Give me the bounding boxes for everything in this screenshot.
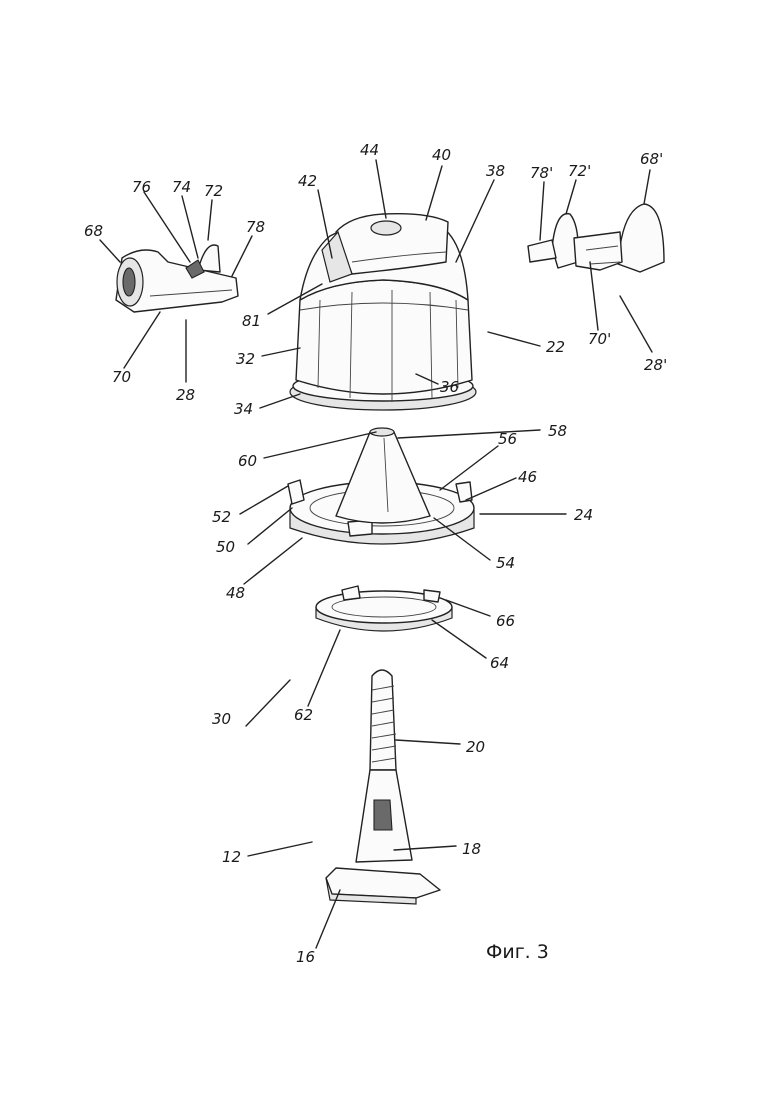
label-68-prime: 68' [640,150,663,168]
label-22: 22 [546,338,565,356]
label-16: 16 [296,948,315,966]
label-32: 32 [236,350,255,368]
label-56: 56 [498,430,517,448]
label-28-prime: 28' [644,356,667,374]
label-20: 20 [466,738,485,756]
label-60: 60 [238,452,257,470]
label-42: 42 [298,172,317,190]
label-30: 30 [212,710,231,728]
cap-hole-44 [371,221,401,235]
fastener-12 [326,670,440,904]
label-34: 34 [234,400,253,418]
slider-28-prime [528,204,664,272]
label-72: 72 [204,182,223,200]
label-78-prime: 78' [530,164,553,182]
label-81: 81 [242,312,261,330]
label-28: 28 [176,386,195,404]
base-notch-50 [288,480,304,504]
label-48: 48 [226,584,245,602]
ring-30 [316,586,452,631]
ring-tab-66 [342,586,360,600]
label-72-prime: 72' [568,162,591,180]
label-70-prime: 70' [588,330,611,348]
label-38: 38 [486,162,505,180]
figure-caption: Фиг. 3 [486,941,549,963]
base-cone-58 [336,432,430,523]
label-70: 70 [112,368,131,386]
slider-28 [116,245,238,312]
label-74: 74 [172,178,191,196]
fastener-thread-20 [370,670,396,770]
label-36: 36 [440,378,459,396]
label-68: 68 [84,222,103,240]
slider-knob-68-prime [618,204,664,272]
label-46: 46 [518,468,537,486]
label-64: 64 [490,654,509,672]
label-62: 62 [294,706,313,724]
label-44: 44 [360,141,379,159]
slider-tab-78-prime [528,240,556,262]
label-18: 18 [462,840,481,858]
label-58: 58 [548,422,567,440]
slider-bar-70-prime [574,232,622,270]
fastener-foot-16 [326,868,440,898]
label-66: 66 [496,612,515,630]
label-40: 40 [432,146,451,164]
cap-body-32 [296,280,472,394]
label-24: 24 [574,506,593,524]
label-76: 76 [132,178,151,196]
label-12: 12 [222,848,241,866]
label-52: 52 [212,508,231,526]
label-54: 54 [496,554,515,572]
label-50: 50 [216,538,235,556]
label-78: 78 [246,218,265,236]
